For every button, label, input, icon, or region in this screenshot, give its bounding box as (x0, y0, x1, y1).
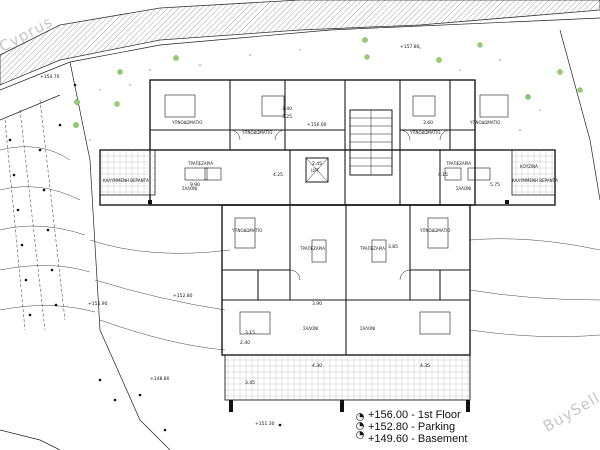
lift-shaft (305, 157, 329, 183)
legend-elevation: +156.00 (368, 409, 409, 421)
spot-level: +148.80 (150, 376, 170, 382)
room-label: ΥΠΝΟΔΩΜΑΤΙΟ (241, 130, 272, 135)
contour-lines (0, 146, 600, 351)
dimension-label: 4.25 (273, 172, 283, 178)
dimension-label: 3.40 (282, 106, 292, 112)
spot-level: +151.30 (255, 421, 275, 427)
site-boundary (0, 17, 600, 450)
room-label: ΚΑΛΥΜΜΕΝΗ ΒΕΡΑΝΤΑ (512, 178, 558, 183)
spot-level: +157.80 (400, 44, 420, 50)
building (99, 79, 556, 412)
dimension-label: 3.85 (388, 244, 398, 250)
level-legend: +156.00 - 1st Floor +152.80 - Parking +1… (368, 409, 467, 445)
spot-level: +155.90 (88, 301, 108, 307)
dimension-label: 3.90 (312, 301, 322, 307)
dimension-label: 3.15 (245, 330, 255, 336)
legend-level-label: Basement (417, 433, 468, 445)
benchmark-symbol (356, 413, 364, 439)
dimension-label: 3.45 (245, 380, 255, 386)
dimension-label: 4.30 (312, 363, 322, 369)
room-label: ΣΑΛΟΝΙ (456, 186, 471, 191)
legend-elevation: +152.80 (368, 421, 409, 433)
room-label: ΚΑΛΥΜΜΕΝΗ ΒΕΡΑΝΤΑ (103, 178, 149, 183)
legend-row-3: +149.60 - Basement (368, 433, 468, 445)
veranda-right (511, 149, 556, 196)
legend-level-label: 1st Floor (417, 409, 461, 421)
room-label: ΥΠΝΟΔΩΜΑΤΙΟ (419, 228, 450, 233)
dimension-label: 3.60 (423, 120, 433, 126)
embankment-hatch (0, 0, 600, 86)
ground-stipple (89, 47, 541, 141)
room-label: ΤΡΑΠΕΖΑΡΙΑ (359, 246, 385, 251)
spot-level: +156.00 (307, 122, 327, 128)
legend-row-1: +156.00 - 1st Floor (368, 409, 461, 421)
dimension-label: 3.25 (282, 114, 292, 120)
spot-level: +152.80 (173, 293, 193, 299)
dimension-label: 4.35 (420, 363, 430, 369)
room-label: ΚΟΥΖΙΝΑ (520, 164, 538, 169)
room-label: ΣΑΛΟΝΙ (182, 186, 197, 191)
dimension-label: 9.90 (190, 182, 200, 188)
veranda-bottom (224, 354, 471, 401)
dimension-label: 2.45 (312, 161, 322, 167)
dimension-label: 5.75 (490, 182, 500, 188)
survey-lines (4, 99, 66, 331)
spot-level: +154.70 (40, 74, 60, 80)
room-label: ΣΑΛΟΝΙ (360, 326, 375, 331)
room-label: ΥΠΝΟΔΩΜΑΤΙΟ (171, 120, 202, 125)
room-label: ΣΑΛΟΝΙ (303, 326, 318, 331)
veranda-left (99, 149, 156, 196)
vegetation (73, 37, 583, 128)
dimension-label: 4.15 (438, 172, 448, 178)
room-label: ΤΡΑΠΕΖΑΡΙΑ (445, 161, 471, 166)
room-label: ΤΡΑΠΕΖΑΡΙΑ (187, 161, 213, 166)
room-label: ΤΡΑΠΕΖΑΡΙΑ (299, 246, 325, 251)
legend-row-2: +152.80 - Parking (368, 421, 456, 433)
room-label: LIFT (311, 168, 320, 173)
room-label: ΥΠΝΟΔΩΜΑΤΙΟ (469, 120, 500, 125)
room-label: ΥΠΝΟΔΩΜΑΤΙΟ (231, 228, 262, 233)
dimension-label: 2.40 (240, 340, 250, 346)
room-label: ΥΠΝΟΔΩΜΑΤΙΟ (409, 130, 440, 135)
legend-level-label: Parking (417, 421, 456, 433)
survey-points (8, 83, 282, 432)
legend-elevation: +149.60 (368, 433, 409, 445)
